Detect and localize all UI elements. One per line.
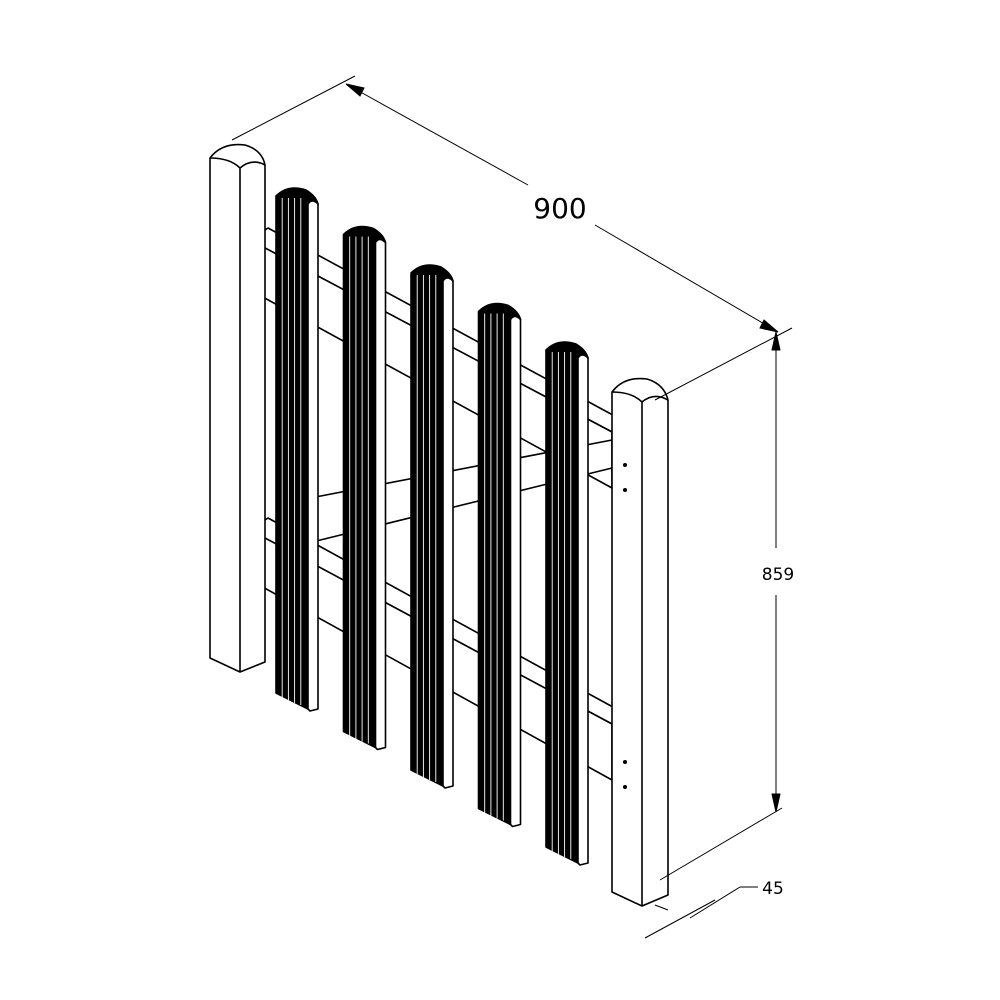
height-dimension-label: 859: [762, 565, 794, 585]
left-post: [209, 143, 266, 673]
depth-dimension-label: 45: [762, 879, 784, 899]
pale: [477, 302, 522, 828]
pale: [545, 341, 589, 866]
width-dimension-label: 900: [533, 192, 586, 225]
right-post: [611, 377, 669, 907]
post-fixing-holes: [623, 463, 627, 789]
dimension-lines: [231, 75, 793, 939]
pale: [342, 225, 387, 751]
pale: [410, 264, 454, 789]
pale: [275, 187, 319, 712]
